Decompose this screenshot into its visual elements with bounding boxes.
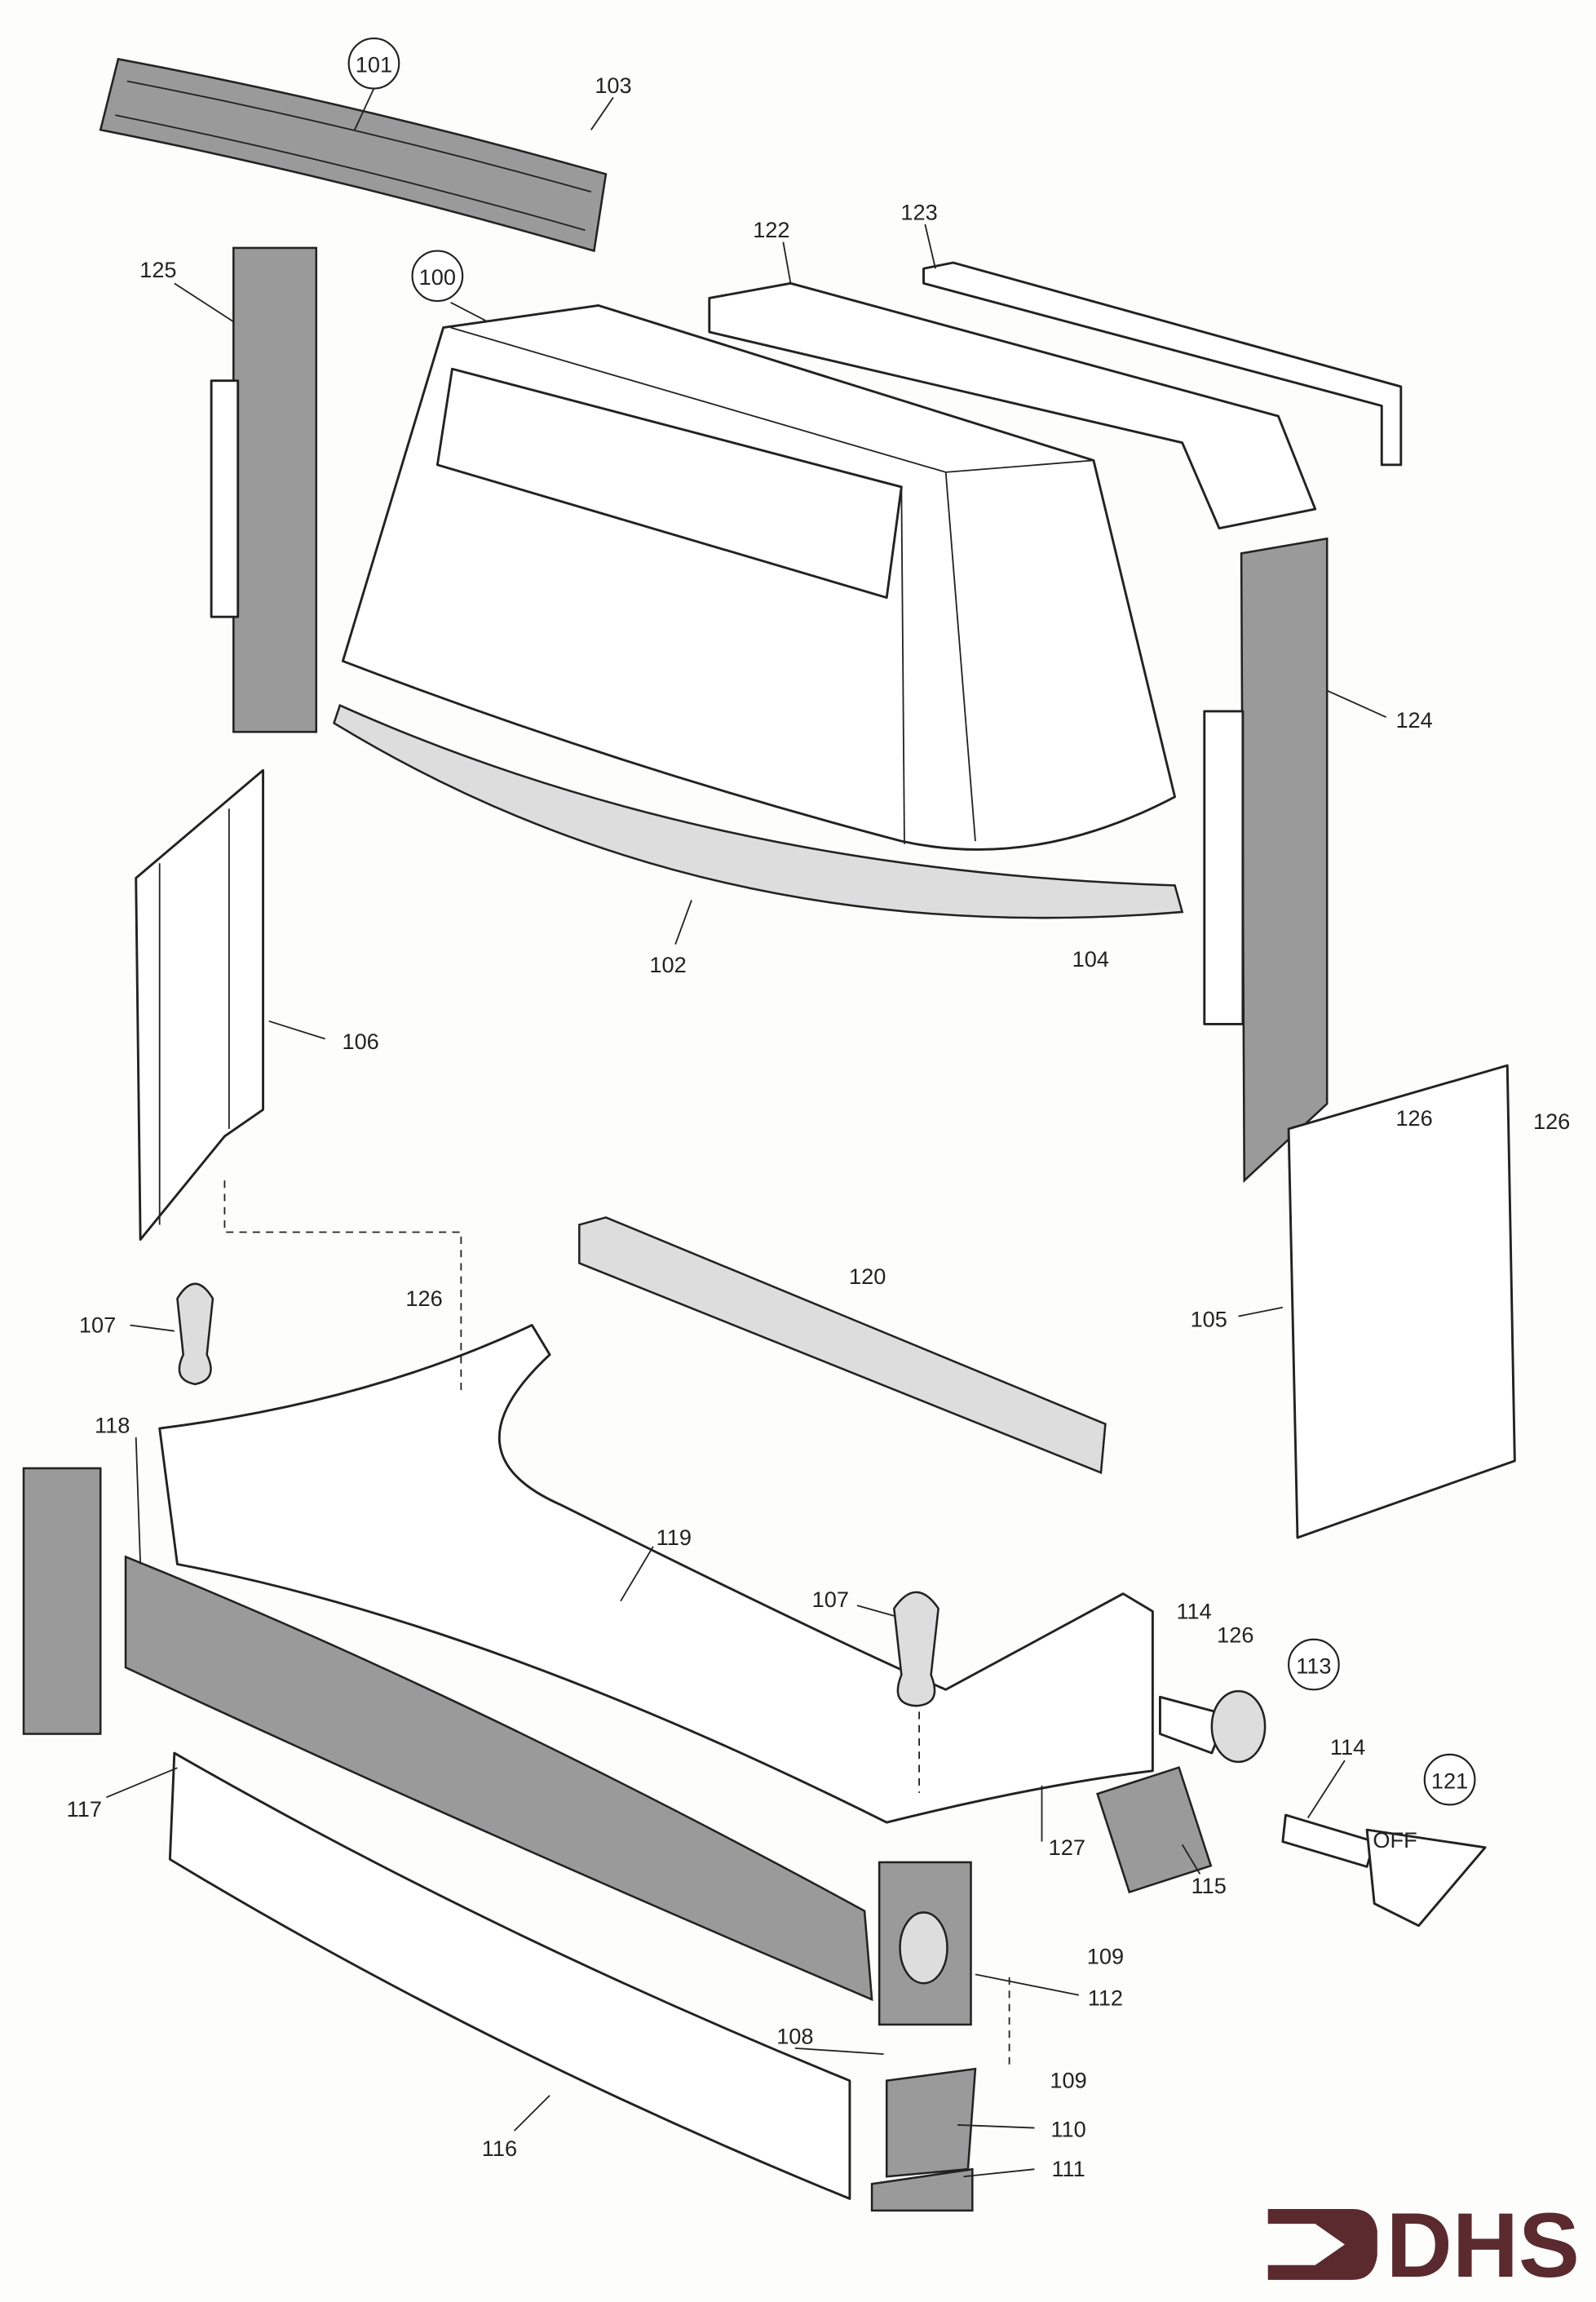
- callout-109: 109: [1050, 2068, 1086, 2093]
- callout-126: 126: [1533, 1109, 1570, 1134]
- callout-126: 126: [405, 1286, 442, 1311]
- part-124-side-grille: [1203, 537, 1329, 1184]
- callout-105: 105: [1191, 1306, 1227, 1331]
- part-105-side-panel: [1287, 1064, 1516, 1539]
- callout-126: 126: [1395, 1105, 1432, 1131]
- callouts: 101 103 125 100 122 123 124 102 104 106 …: [67, 37, 1570, 2181]
- callout-103: 103: [595, 73, 631, 98]
- callout-107: 107: [79, 1313, 116, 1338]
- part-122-top-plate: [708, 281, 1317, 530]
- callout-124: 124: [1395, 707, 1432, 733]
- callout-111: 111: [1051, 2156, 1085, 2181]
- part-125-side-grille: [210, 246, 318, 733]
- callout-102: 102: [649, 952, 686, 977]
- callout-109: 109: [1087, 1944, 1124, 1969]
- callout-116: 116: [482, 2136, 517, 2161]
- callout-121: 121: [1431, 1768, 1468, 1793]
- part-112-pillar: [870, 1861, 977, 2212]
- part-100-canopy: [341, 304, 1177, 851]
- callout-100: 100: [419, 264, 456, 290]
- part-121-control-knob: OFF: [1281, 1813, 1487, 1928]
- callout-115: 115: [1191, 1873, 1227, 1898]
- callout-112: 112: [1088, 1985, 1123, 2010]
- leader-lines: [106, 88, 1387, 2178]
- callout-126: 126: [1217, 1622, 1253, 1647]
- dhs-logo: DHS: [1267, 2194, 1580, 2296]
- part-106-side-panel: [135, 768, 264, 1241]
- part-101-grille: [99, 57, 608, 253]
- callout-107: 107: [812, 1587, 849, 1612]
- callout-113: 113: [1296, 1653, 1331, 1678]
- callout-104: 104: [1072, 946, 1109, 972]
- callout-123: 123: [900, 200, 937, 225]
- knob-off-text: OFF: [1373, 1827, 1417, 1853]
- callout-122: 122: [753, 217, 789, 242]
- callout-119: 119: [657, 1525, 692, 1550]
- callout-108: 108: [776, 2023, 813, 2048]
- callout-120: 120: [849, 1264, 886, 1289]
- callout-110: 110: [1050, 2116, 1085, 2141]
- callout-114: 114: [1176, 1598, 1211, 1623]
- callout-127: 127: [1049, 1835, 1085, 1860]
- callout-106: 106: [342, 1029, 378, 1054]
- part-102-trim: [332, 703, 1184, 919]
- callout-125: 125: [139, 257, 176, 282]
- callout-101: 101: [356, 52, 392, 77]
- callout-117: 117: [67, 1796, 102, 1822]
- part-117-front-grille: [124, 1555, 873, 2002]
- part-116-base-strip: [168, 1751, 851, 2200]
- part-120-front-bar: [578, 1216, 1107, 1475]
- part-113-control-knob: [1158, 1689, 1267, 1764]
- part-107-finial: [176, 1282, 939, 1707]
- logo-text: DHS: [1386, 2194, 1580, 2296]
- callout-118: 118: [95, 1413, 130, 1438]
- part-115-badge: [1096, 1766, 1213, 1894]
- part-123-top-strip: [922, 261, 1403, 467]
- part-118-pillar: [22, 1467, 102, 1735]
- callout-114: 114: [1330, 1734, 1365, 1760]
